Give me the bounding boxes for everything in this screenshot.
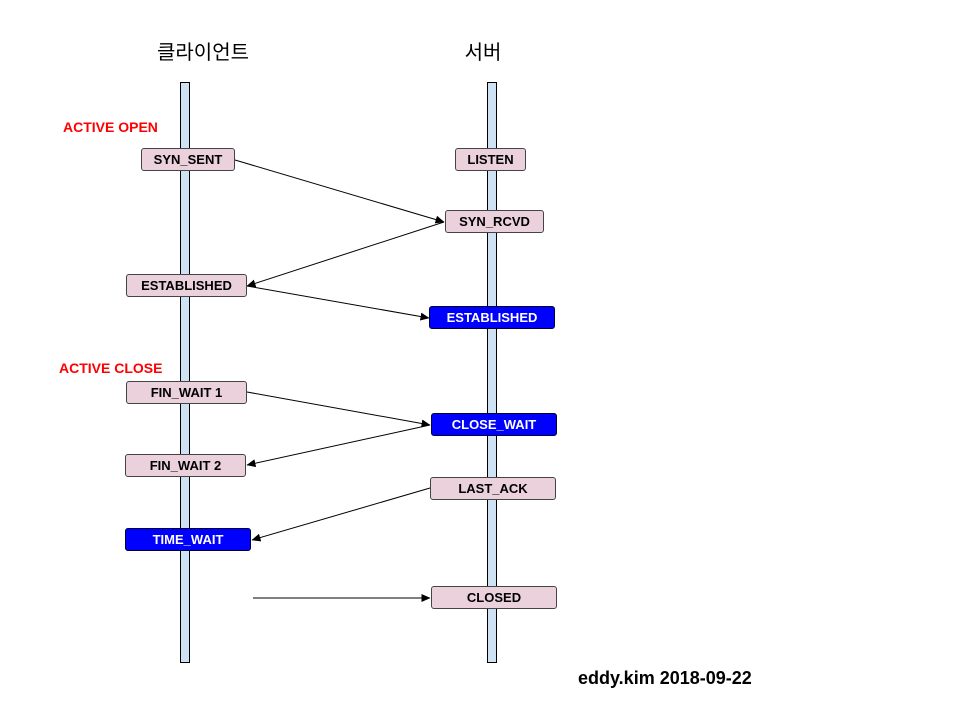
arrow-fin: [246, 391, 431, 428]
author-signature: eddy.kim 2018-09-22: [578, 668, 752, 688]
client-state-established: ESTABLISHED: [126, 274, 247, 297]
server-state-listen: LISTEN: [455, 148, 526, 171]
client-lane-title: 클라이언트: [157, 40, 249, 64]
server-state-syn-rcvd: SYN_RCVD: [445, 210, 544, 233]
active-open-label: ACTIVE OPEN: [63, 119, 158, 135]
client-state-fin-wait-2: FIN_WAIT 2: [125, 454, 246, 477]
server-state-last-ack: LAST_ACK: [430, 477, 556, 500]
arrow-ack: [246, 285, 430, 321]
server-state-closed: CLOSED: [431, 586, 557, 609]
arrow-server-fin: [251, 487, 431, 542]
server-state-established: ESTABLISHED: [429, 306, 555, 329]
active-close-label: ACTIVE CLOSE: [59, 360, 163, 376]
arrow-syn: [234, 159, 445, 224]
client-state-time-wait: TIME_WAIT: [125, 528, 251, 551]
client-lifeline: [180, 82, 190, 663]
client-state-syn-sent: SYN_SENT: [141, 148, 235, 171]
arrow-fin-ack: [246, 424, 431, 468]
server-state-close-wait: CLOSE_WAIT: [431, 413, 557, 436]
client-state-fin-wait-1: FIN_WAIT 1: [126, 381, 247, 404]
arrow-syn-ack: [246, 221, 445, 288]
server-lane-title: 서버: [464, 40, 502, 64]
server-lifeline: [487, 82, 497, 663]
